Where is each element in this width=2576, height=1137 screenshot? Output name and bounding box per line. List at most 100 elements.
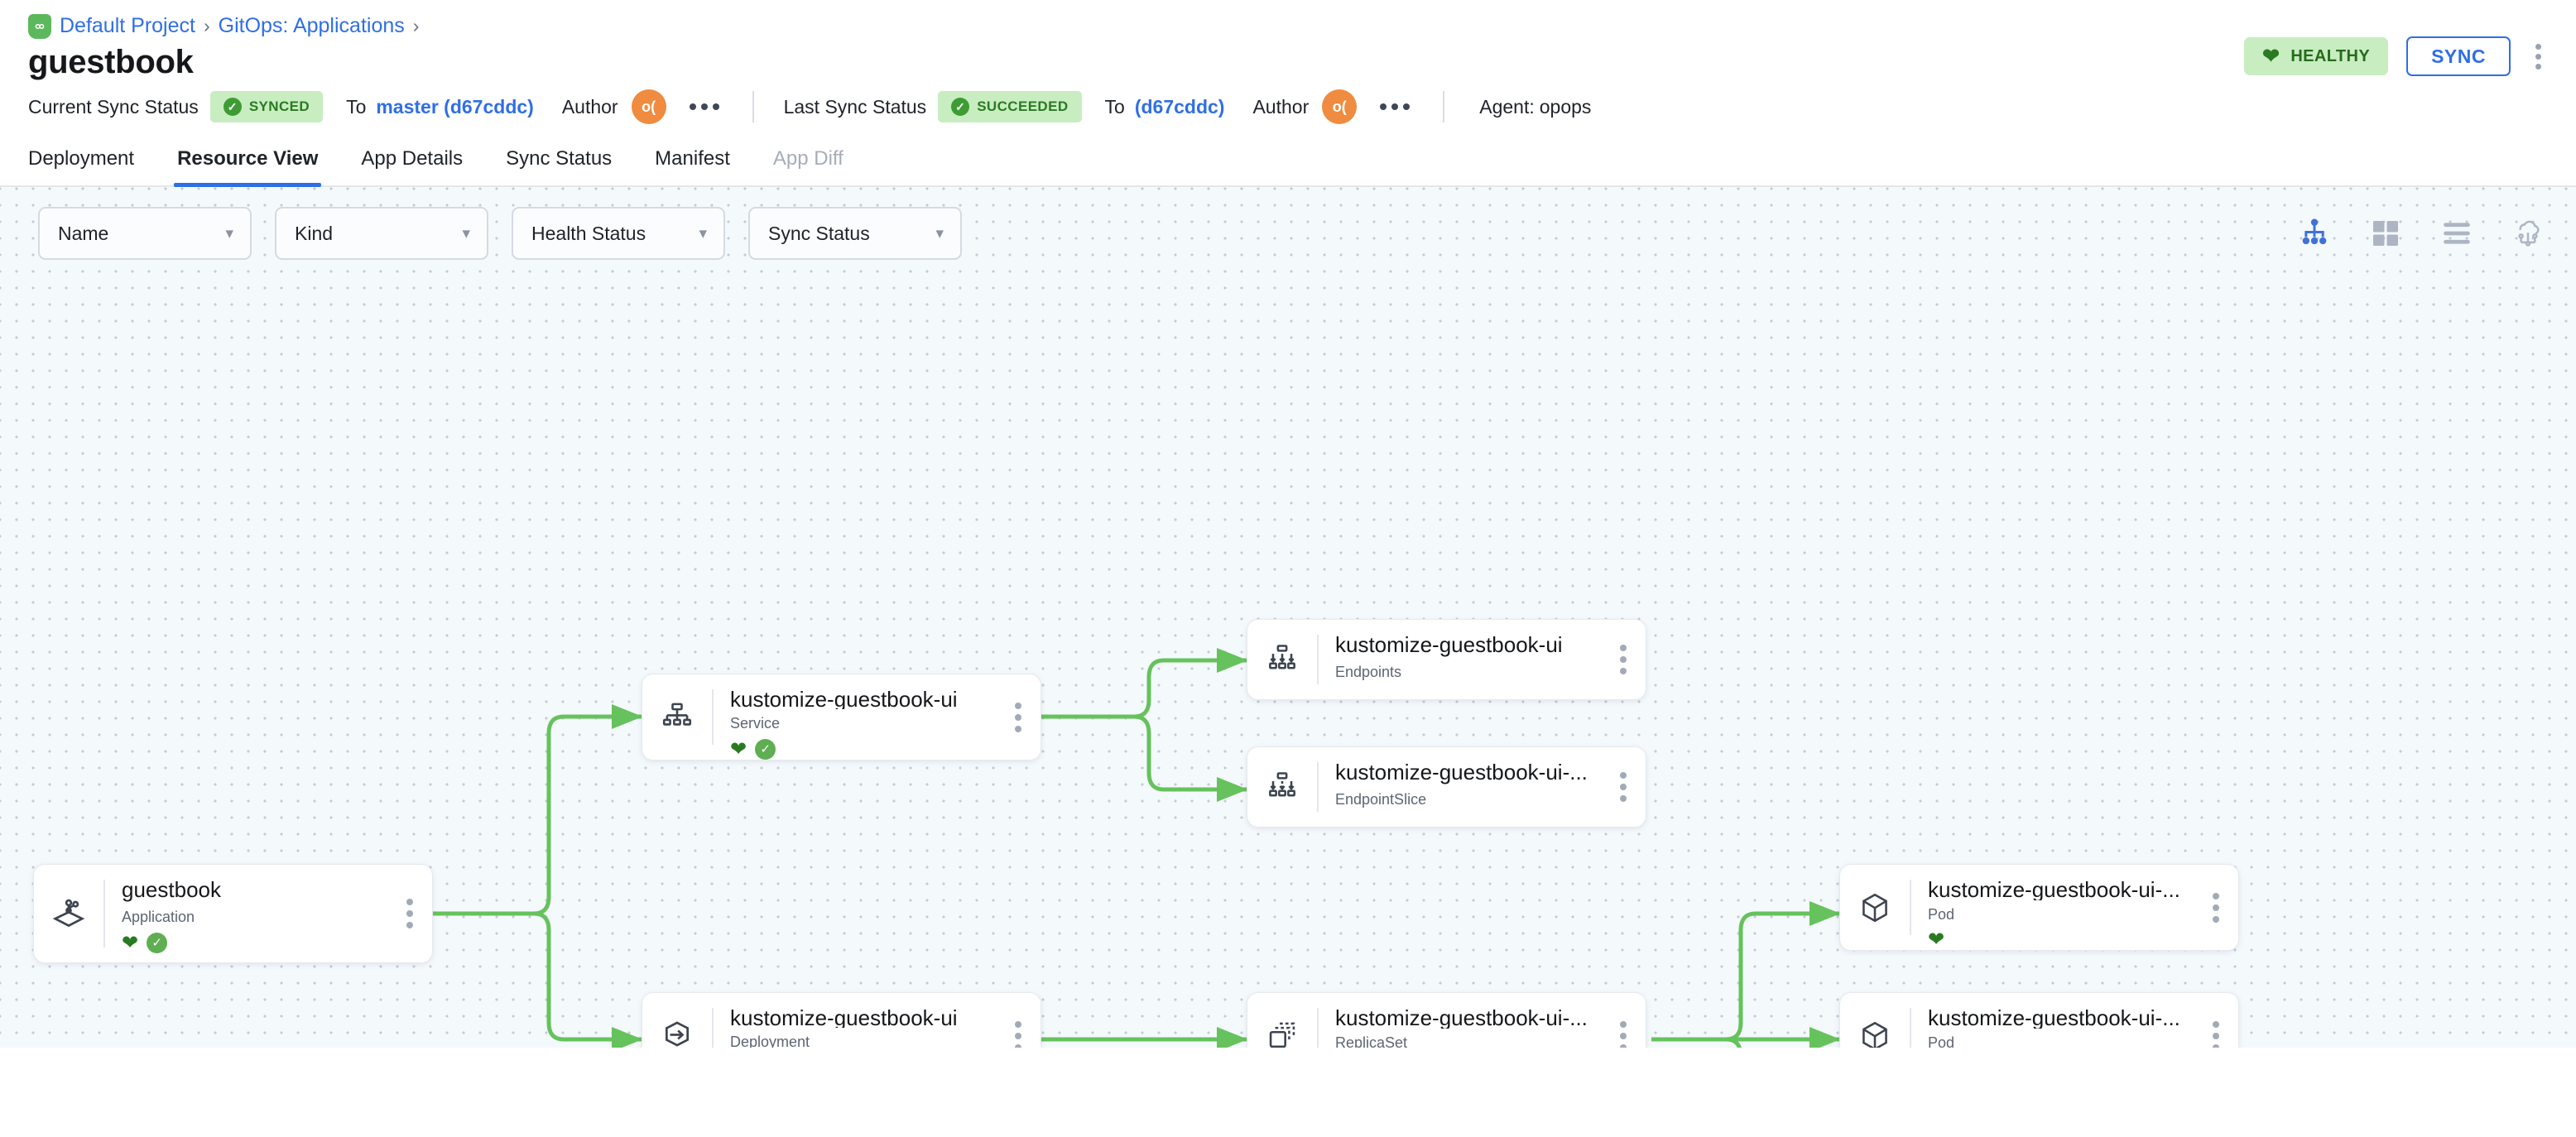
list-view-icon[interactable]	[2439, 215, 2475, 252]
health-status-badge: ❤ HEALTHY	[2243, 37, 2389, 75]
grid-view-icon[interactable]	[2367, 215, 2404, 252]
tab-deployment[interactable]: Deployment	[28, 147, 135, 170]
chevron-down-icon: ▾	[462, 224, 470, 242]
filter-health-status-label: Health Status	[531, 222, 646, 244]
agent-value: opops	[1539, 95, 1592, 118]
node-title: kustomize-guestbook-ui-...	[1928, 878, 2180, 900]
node-body: kustomize-guestbook-ui Deployment ❤ ✓	[714, 993, 996, 1048]
check-circle-icon: ✓	[223, 98, 242, 116]
node-body: guestbook Application ❤ ✓	[105, 865, 387, 962]
resource-graph-canvas[interactable]: Name ▾ Kind ▾ Health Status ▾ Sync Statu…	[0, 187, 2576, 1048]
tab-manifest[interactable]: Manifest	[655, 147, 730, 170]
last-revision-link[interactable]: (d67cddc)	[1134, 95, 1225, 118]
node-divider	[103, 880, 105, 948]
node-overflow-icon[interactable]	[996, 674, 1040, 760]
node-kind: Deployment	[730, 1034, 810, 1048]
node-body: kustomize-guestbook-ui-... EndpointSlice	[1319, 747, 1601, 827]
graph-node-service[interactable]: kustomize-guestbook-ui Service ❤ ✓	[642, 674, 1041, 760]
endpointslice-icon	[1247, 747, 1317, 827]
current-author-avatar[interactable]: o(	[631, 89, 666, 124]
tab-resource-view[interactable]: Resource View	[156, 147, 339, 187]
breadcrumb-item-default-project[interactable]: Default Project	[60, 13, 195, 37]
chevron-down-icon: ▾	[225, 224, 233, 242]
current-author-label: Author	[561, 95, 618, 118]
health-status-label: HEALTHY	[2290, 46, 2371, 65]
title-row: guestbook	[28, 44, 2548, 81]
last-author-avatar[interactable]: o(	[1322, 89, 1358, 124]
breadcrumb-separator-2: ›	[412, 14, 420, 36]
endpoints-icon	[1247, 620, 1317, 699]
header-actions: ❤ HEALTHY SYNC	[2243, 36, 2548, 76]
application-icon	[34, 865, 103, 962]
node-kind: EndpointSlice	[1335, 790, 1427, 808]
graph-node-pod-2[interactable]: kustomize-guestbook-ui-... Pod ❤	[1839, 992, 2239, 1048]
node-status: ❤	[1928, 930, 2194, 950]
agent-label: Agent:	[1479, 95, 1535, 118]
current-to-label: To	[346, 95, 367, 118]
filter-health-status-select[interactable]: Health Status ▾	[512, 207, 725, 260]
page-title: guestbook	[28, 44, 194, 80]
filter-sync-status-select[interactable]: Sync Status ▾	[748, 207, 962, 260]
current-sync-status-badge-label: SYNCED	[248, 98, 310, 114]
heart-icon: ❤	[122, 931, 139, 954]
project-logo-icon	[28, 14, 51, 39]
app-overflow-menu-icon[interactable]	[2529, 39, 2548, 74]
replicaset-icon	[1247, 993, 1317, 1048]
node-title: kustomize-guestbook-ui-...	[1928, 1006, 2180, 1029]
sync-button[interactable]: SYNC	[2406, 36, 2511, 76]
node-title: kustomize-guestbook-ui-...	[1335, 1006, 1588, 1029]
graph-node-pod-1[interactable]: kustomize-guestbook-ui-... Pod ❤	[1839, 864, 2239, 951]
node-overflow-icon[interactable]	[1601, 620, 1646, 699]
graph-node-replicaset[interactable]: kustomize-guestbook-ui-... ReplicaSet ❤	[1247, 992, 1646, 1048]
last-author-label: Author	[1252, 95, 1310, 118]
node-overflow-icon[interactable]	[996, 993, 1040, 1048]
node-divider	[1910, 1008, 1911, 1048]
node-overflow-icon[interactable]	[2194, 993, 2238, 1048]
status-divider	[752, 91, 754, 122]
tab-bar: Deployment Resource View App Details Syn…	[0, 132, 2576, 187]
graph-node-deployment[interactable]: kustomize-guestbook-ui Deployment ❤ ✓	[642, 992, 1041, 1048]
heart-icon: ❤	[730, 737, 747, 760]
filter-kind-select[interactable]: Kind ▾	[275, 207, 488, 260]
filter-name-label: Name	[58, 222, 109, 244]
node-title: kustomize-guestbook-ui	[1335, 633, 1563, 657]
current-revision-link[interactable]: master (d67cddc)	[376, 95, 534, 118]
breadcrumb-item-gitops-applications[interactable]: GitOps: Applications	[218, 13, 405, 37]
node-title: kustomize-guestbook-ui	[730, 688, 958, 709]
node-title: kustomize-guestbook-ui-...	[1335, 760, 1588, 784]
node-divider	[712, 689, 714, 745]
node-divider	[1317, 635, 1319, 684]
filter-name-select[interactable]: Name ▾	[38, 207, 252, 260]
graph-node-endpoints[interactable]: kustomize-guestbook-ui Endpoints	[1247, 619, 1646, 700]
last-sync-overflow-icon[interactable]	[1377, 97, 1413, 117]
node-kind: Pod	[1928, 906, 1955, 923]
current-sync-overflow-icon[interactable]	[686, 97, 723, 117]
tab-app-diff: App Diff	[772, 147, 843, 170]
node-kind: Pod	[1928, 1034, 1955, 1048]
node-body: kustomize-guestbook-ui Endpoints	[1319, 620, 1601, 699]
node-divider	[712, 1008, 714, 1048]
chevron-down-icon: ▾	[699, 224, 707, 242]
node-overflow-icon[interactable]	[387, 865, 432, 962]
graph-node-application[interactable]: guestbook Application ❤ ✓	[33, 864, 433, 963]
current-sync-status-badge: ✓ SYNCED	[209, 91, 324, 122]
node-overflow-icon[interactable]	[1601, 993, 1646, 1048]
tab-app-details[interactable]: App Details	[361, 147, 464, 170]
sync-ok-icon: ✓	[147, 933, 168, 954]
node-body: kustomize-guestbook-ui-... Pod ❤	[1911, 993, 2194, 1048]
resource-graph: guestbook Application ❤ ✓	[0, 187, 2576, 1048]
node-divider	[1317, 762, 1319, 812]
node-status: ❤ ✓	[730, 739, 996, 760]
node-overflow-icon[interactable]	[1601, 747, 1646, 827]
tree-view-icon[interactable]	[2296, 215, 2333, 252]
graph-node-endpointslice[interactable]: kustomize-guestbook-ui-... EndpointSlice	[1247, 746, 1646, 828]
node-overflow-icon[interactable]	[2194, 865, 2238, 950]
breadcrumb-separator: ›	[203, 14, 210, 36]
node-kind: Service	[730, 715, 781, 732]
filter-kind-label: Kind	[295, 222, 334, 244]
tab-sync-status[interactable]: Sync Status	[506, 147, 613, 170]
node-kind: ReplicaSet	[1335, 1034, 1408, 1048]
network-view-icon[interactable]	[2510, 215, 2546, 252]
node-body: kustomize-guestbook-ui-... Pod ❤	[1911, 865, 2194, 950]
status-divider-2	[1443, 91, 1445, 122]
